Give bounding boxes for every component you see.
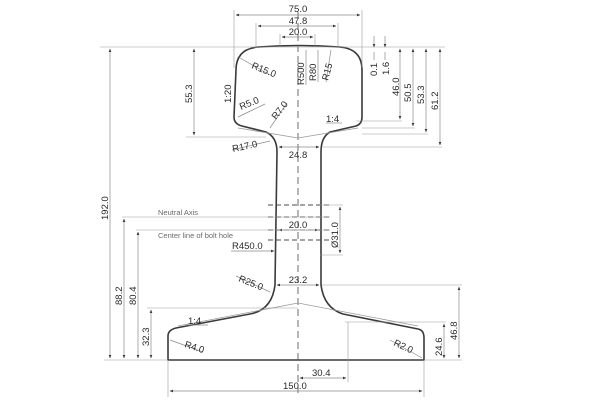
dim-53-3: 53.3 xyxy=(362,48,428,135)
svg-text:R15.0: R15.0 xyxy=(250,61,278,81)
dim-50-5: 50.5 xyxy=(362,48,415,129)
svg-text:Ø31.0: Ø31.0 xyxy=(330,222,341,248)
svg-text:R450.0: R450.0 xyxy=(232,241,263,252)
foot-taper-line xyxy=(177,302,419,327)
dim-foot-width-150: 150.0 xyxy=(167,360,425,397)
svg-text:192.0: 192.0 xyxy=(100,196,111,220)
svg-text:47.8: 47.8 xyxy=(289,16,308,27)
svg-text:50.5: 50.5 xyxy=(403,84,414,103)
dim-1-6: 1.6 xyxy=(381,36,392,75)
svg-text:75.0: 75.0 xyxy=(289,4,308,15)
svg-text:R7.0: R7.0 xyxy=(270,99,291,122)
dim-61-2: 61.2 xyxy=(322,48,442,148)
rail-outline xyxy=(167,44,425,361)
svg-text:24.8: 24.8 xyxy=(289,150,308,161)
svg-text:R2.0: R2.0 xyxy=(392,338,415,356)
svg-text:46.8: 46.8 xyxy=(449,322,460,341)
dim-bolt-hole-80-4: 80.4 xyxy=(128,231,140,359)
svg-text:1.6: 1.6 xyxy=(381,62,392,75)
svg-text:23.2: 23.2 xyxy=(289,275,308,286)
svg-text:R5.0: R5.0 xyxy=(238,95,261,113)
svg-text:80.4: 80.4 xyxy=(128,287,139,306)
head-crown-radii: R500 R80 R15 xyxy=(296,49,335,85)
dim-foot-edge-24-6: 24.6 xyxy=(345,321,462,361)
svg-text:61.2: 61.2 xyxy=(430,92,441,111)
bolt-hole-center-line: Center line of bolt hole xyxy=(136,229,330,240)
svg-text:R17.0: R17.0 xyxy=(231,139,258,155)
svg-text:88.2: 88.2 xyxy=(114,287,125,306)
svg-text:20.0: 20.0 xyxy=(289,27,308,38)
dim-overall-height-192: 192.0 xyxy=(100,48,168,361)
label-r5-0: R5.0 xyxy=(237,95,266,118)
svg-text:1:4: 1:4 xyxy=(188,316,201,327)
svg-text:R15: R15 xyxy=(320,62,335,82)
svg-text:Center line of bolt hole: Center line of bolt hole xyxy=(158,231,233,240)
label-r2-0: R2.0 xyxy=(389,338,423,359)
svg-text:R80: R80 xyxy=(308,64,319,81)
dim-0-1: 0.1 xyxy=(369,36,380,76)
label-r7-0: R7.0 xyxy=(270,99,291,129)
label-r4-0: R4.0 xyxy=(169,339,206,356)
dim-head-width-75: 75.0 xyxy=(233,4,363,68)
dim-web-top-24-8: 24.8 xyxy=(278,145,320,161)
label-r15-0: R15.0 xyxy=(239,57,278,81)
svg-text:150.0: 150.0 xyxy=(283,381,307,392)
label-r25: R25.0 xyxy=(235,274,271,294)
svg-text:1:4: 1:4 xyxy=(326,114,339,125)
head-taper-line xyxy=(237,127,359,139)
dim-web-mid-20-0: 20.0 xyxy=(278,220,319,232)
neutral-axis: Neutral Axis xyxy=(122,208,330,218)
svg-text:20.0: 20.0 xyxy=(289,220,308,231)
svg-text:0.1: 0.1 xyxy=(369,63,380,76)
svg-text:30.4: 30.4 xyxy=(312,368,331,379)
label-r17-0: R17.0 xyxy=(231,139,271,155)
svg-text:55.3: 55.3 xyxy=(184,85,195,104)
dim-foot-fillet-46-8: 46.8 xyxy=(322,284,462,359)
dim-neutral-axis-88-2: 88.2 xyxy=(114,218,126,359)
dim-bolt-hole-31: Ø31.0 xyxy=(320,204,343,256)
svg-text:R4.0: R4.0 xyxy=(183,339,205,356)
svg-text:R500: R500 xyxy=(296,62,307,85)
dim-foot-offset-30-4: 30.4 xyxy=(299,322,349,382)
svg-text:Neutral Axis: Neutral Axis xyxy=(158,208,198,217)
label-foot-slope-1-4: 1:4 xyxy=(186,316,208,327)
dim-55-3: 55.3 xyxy=(184,48,266,138)
svg-text:R25.0: R25.0 xyxy=(237,274,265,294)
label-under-slope-1-4: 1:4 xyxy=(326,114,342,125)
dim-foot-slope-32-3: 32.3 xyxy=(141,307,298,359)
svg-text:32.3: 32.3 xyxy=(141,328,152,347)
svg-text:24.6: 24.6 xyxy=(434,338,445,357)
dim-crown-width-47-8: 47.8 xyxy=(255,16,339,48)
svg-text:46.0: 46.0 xyxy=(391,78,402,97)
dim-top-flat-20: 20.0 xyxy=(279,27,316,46)
dim-46-0: 46.0 xyxy=(356,48,402,122)
label-side-slope-1-20: 1:20 xyxy=(223,85,234,104)
label-r450: R450.0 xyxy=(231,241,275,253)
svg-text:53.3: 53.3 xyxy=(416,86,427,105)
dim-web-bottom-23-2: 23.2 xyxy=(276,275,320,287)
